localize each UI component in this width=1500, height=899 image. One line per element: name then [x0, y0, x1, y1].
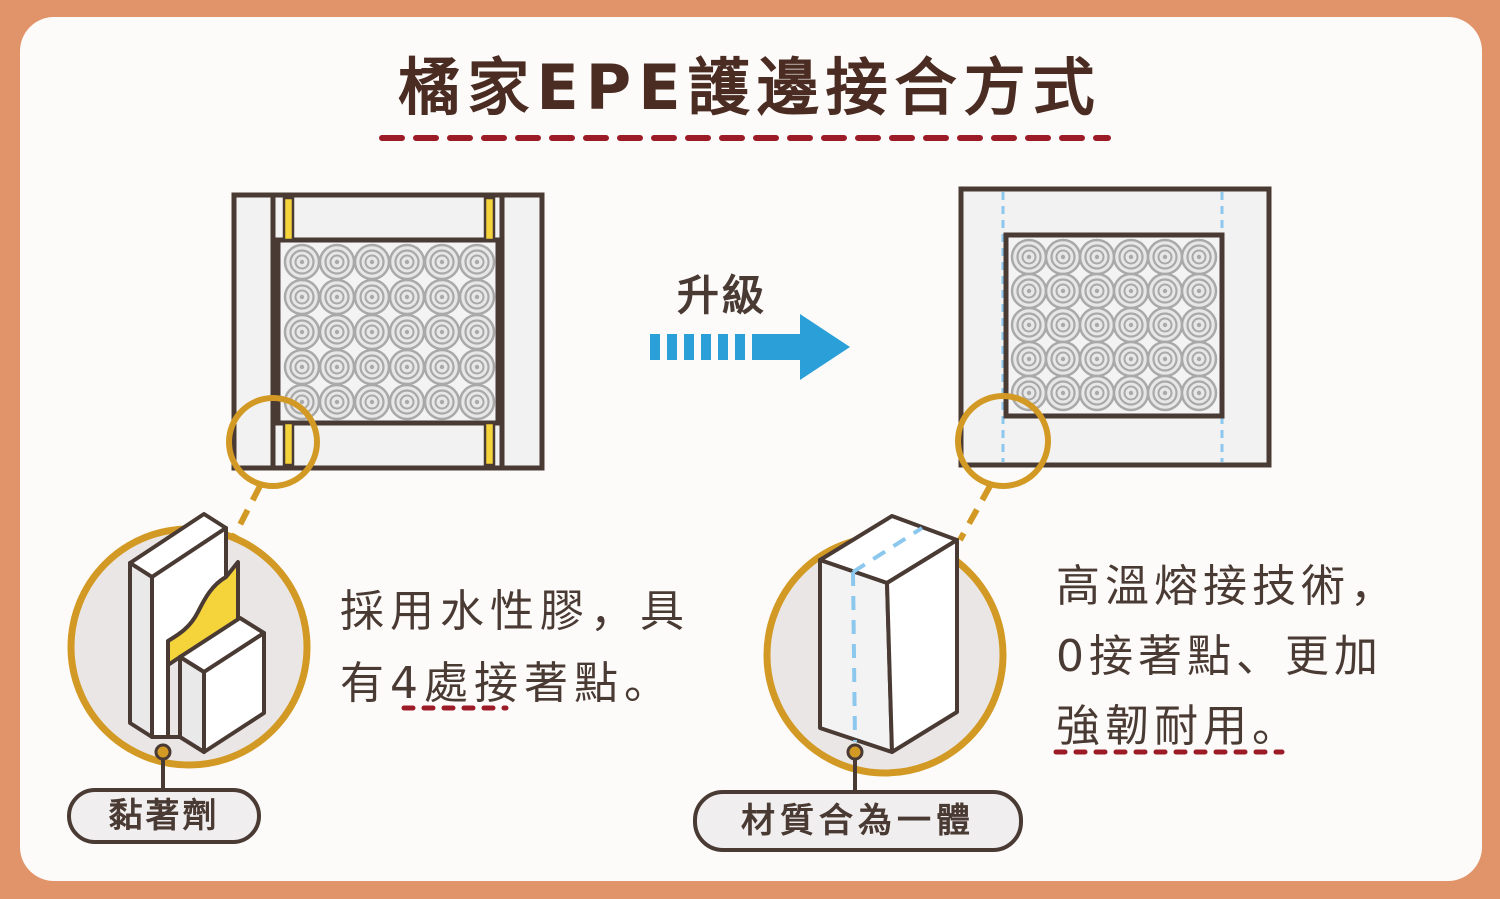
coil-spring-icon: [1078, 374, 1116, 412]
coil-spring-icon: [388, 278, 426, 316]
coil-spring-icon: [423, 278, 461, 316]
coil-spring-icon: [283, 313, 321, 351]
coil-spring-icon: [1044, 340, 1082, 378]
left-description-line: 有4處接著點。: [340, 658, 674, 709]
coil-spring-icon: [283, 243, 321, 281]
adhesive-label: 黏著劑: [67, 788, 261, 844]
coil-spring-icon: [1112, 238, 1150, 276]
coil-spring-icon: [423, 383, 461, 421]
glue-joint-detail: [67, 512, 311, 769]
fusion-seam: [851, 571, 857, 743]
coil-spring-icon: [1010, 272, 1048, 310]
coil-spring-icon: [353, 243, 391, 281]
coil-spring-icon: [1112, 272, 1150, 310]
coil-spring-icon: [283, 348, 321, 386]
coil-spring-icon: [1146, 238, 1184, 276]
left-description-line: 採用水性膠，具: [340, 586, 690, 637]
right-description: 高溫熔接技術， 0接著點、更加 強韌耐用。: [1056, 552, 1399, 762]
magnifier-circle-icon: [955, 393, 1051, 542]
coil-spring-icon: [458, 243, 496, 281]
coil-spring-icon: [458, 278, 496, 316]
coil-spring-icon: [1146, 306, 1184, 344]
mattress-glued: [231, 192, 545, 471]
coil-spring-icon: [1044, 238, 1082, 276]
coil-spring-icon: [353, 278, 391, 316]
coil-spring-icon: [423, 348, 461, 386]
right-description-line: 強韌耐用。: [1056, 701, 1301, 752]
coil-spring-icon: [318, 383, 356, 421]
coil-spring-icon: [1078, 340, 1116, 378]
coil-spring-icon: [458, 313, 496, 351]
coil-spring-icon: [458, 348, 496, 386]
coil-spring-icon: [1180, 374, 1218, 412]
coil-spring-icon: [1180, 306, 1218, 344]
glue-point: [483, 421, 496, 467]
coil-spring-icon: [1146, 374, 1184, 412]
coil-spring-icon: [1010, 238, 1048, 276]
coil-spring-icon: [423, 243, 461, 281]
coil-spring-icon: [1044, 272, 1082, 310]
coil-spring-icon: [1112, 340, 1150, 378]
coil-spring-icon: [423, 313, 461, 351]
coil-spring-icon: [1010, 306, 1048, 344]
left-description: 採用水性膠，具 有4處接著點。: [340, 576, 690, 720]
coil-spring-icon: [1010, 340, 1048, 378]
coil-spring-icon: [388, 313, 426, 351]
glue-point: [282, 196, 295, 242]
coil-spring-icon: [353, 313, 391, 351]
coil-spring-icon: [388, 348, 426, 386]
coil-spring-icon: [318, 348, 356, 386]
coil-spring-icon: [1146, 340, 1184, 378]
coil-spring-icon: [1078, 238, 1116, 276]
coil-spring-icon: [388, 383, 426, 421]
coil-spring-icon: [318, 278, 356, 316]
coil-spring-icon: [353, 383, 391, 421]
callout-dot: [846, 743, 864, 761]
arrow-right-icon: [650, 314, 850, 380]
mattress-fused: [958, 186, 1272, 468]
coil-spring-icon: [1112, 306, 1150, 344]
glue-point: [483, 196, 496, 242]
coil-spring-icon: [1180, 238, 1218, 276]
glue-point: [282, 421, 295, 467]
callout-dot: [154, 743, 172, 761]
right-description-line: 高溫熔接技術，: [1056, 561, 1399, 612]
coil-spring-icon: [458, 383, 496, 421]
coil-spring-icon: [1112, 374, 1150, 412]
coil-spring-icon: [1078, 272, 1116, 310]
coil-spring-icon: [1180, 340, 1218, 378]
page-title: 橘家EPE護邊接合方式: [398, 51, 1102, 124]
coil-spring-icon: [318, 313, 356, 351]
coil-spring-icon: [1078, 306, 1116, 344]
fused-joint-detail: [763, 514, 1007, 777]
coil-spring-icon: [283, 278, 321, 316]
coil-spring-icon: [1180, 272, 1218, 310]
upgrade-label: 升級: [677, 271, 768, 320]
coil-spring-icon: [388, 243, 426, 281]
fused-material-label: 材質合為一體: [693, 790, 1023, 852]
coil-spring-icon: [318, 243, 356, 281]
fusion-seam: [851, 526, 924, 574]
right-description-line: 0接著點、更加: [1056, 631, 1383, 682]
coil-spring-icon: [1146, 272, 1184, 310]
coil-spring-icon: [353, 348, 391, 386]
coil-spring-icon: [1044, 374, 1082, 412]
coil-spring-icon: [1044, 306, 1082, 344]
